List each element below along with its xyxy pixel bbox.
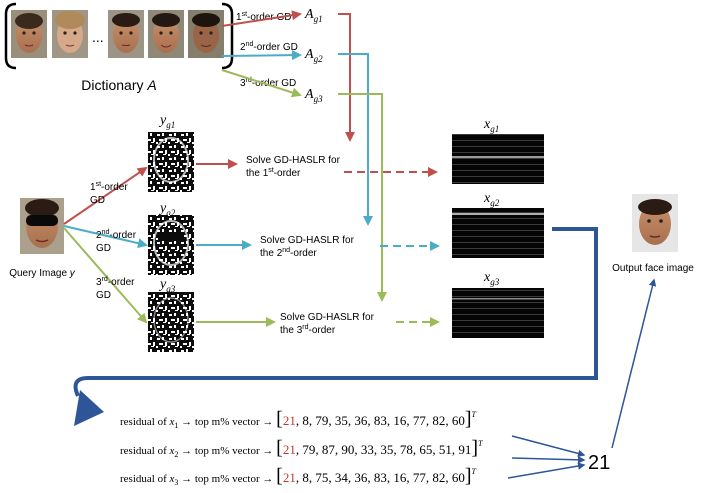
- dictionary-face-3: [108, 10, 144, 58]
- y-g3-label: yg3: [158, 277, 176, 294]
- dictionary-face-5: [188, 10, 224, 58]
- dictionary-group: ... Dictionary A: [4, 2, 234, 93]
- dictionary-face-4: [148, 10, 184, 58]
- connector-green: [338, 93, 387, 302]
- branch-arrow-green: [63, 227, 148, 324]
- dict-a-g2: Ag2: [304, 47, 323, 64]
- connector-blue: [338, 53, 373, 226]
- query-image: [20, 198, 64, 254]
- gd-order-label-1: 1st-order GD: [236, 11, 291, 23]
- x-g1-label: xg1: [483, 117, 499, 134]
- dictionary-face-1: [11, 10, 47, 58]
- output-face-image: [632, 194, 678, 252]
- dictionary-ellipsis: ...: [92, 29, 104, 45]
- dict-a-g3: Ag3: [304, 87, 323, 104]
- dict-arrow-red: [221, 10, 302, 27]
- connector-red: [338, 13, 355, 142]
- dictionary-bracket-left: [4, 2, 17, 70]
- coef-matrix-1: [452, 134, 544, 184]
- y-g2-label: yg2: [158, 201, 176, 218]
- output-face-label: Output face image: [612, 263, 694, 274]
- gd-image-3: [148, 292, 194, 352]
- x-g3-label: xg3: [483, 270, 500, 287]
- dictionary-bracket-right: [221, 2, 234, 70]
- dict-arrow-blue: [221, 50, 302, 61]
- vote-arrow-2: [511, 456, 586, 464]
- vote-arrow-3: [507, 462, 586, 479]
- flow-arrowhead-navy: [74, 390, 104, 426]
- residual-row-3: residual of x3 → top m% vector → [21, 8,…: [120, 465, 476, 487]
- dict-arrow-green: [221, 69, 302, 98]
- result-value: 21: [588, 452, 610, 474]
- coef-matrix-2: [452, 208, 544, 258]
- result-to-output-arrow: [611, 278, 657, 449]
- dictionary-label: Dictionary A: [81, 77, 156, 93]
- gd-order-label-3: 3rd-order GD: [240, 77, 296, 89]
- x-g2-label: xg2: [483, 191, 500, 208]
- residual-row-1: residual of x1 → top m% vector → [21, 8,…: [120, 408, 476, 430]
- query-image-label: Query Image y: [9, 268, 76, 279]
- branch-arrow-blue: [63, 225, 148, 249]
- dictionary-face-2: [52, 10, 88, 58]
- gd-image-1: [148, 132, 194, 192]
- dict-a-g1: Ag1: [304, 7, 323, 24]
- coef-matrix-3: [452, 288, 544, 338]
- y-g1-label: yg1: [158, 113, 175, 130]
- gd-order-label-2: 2nd-order GD: [240, 41, 298, 53]
- residual-row-2: residual of x2 → top m% vector → [21, 79…: [120, 437, 483, 459]
- flow-line-navy: [73, 227, 598, 397]
- vote-arrow-1: [511, 435, 586, 458]
- gd-image-2: [148, 215, 194, 275]
- branch-arrow-red: [63, 166, 148, 225]
